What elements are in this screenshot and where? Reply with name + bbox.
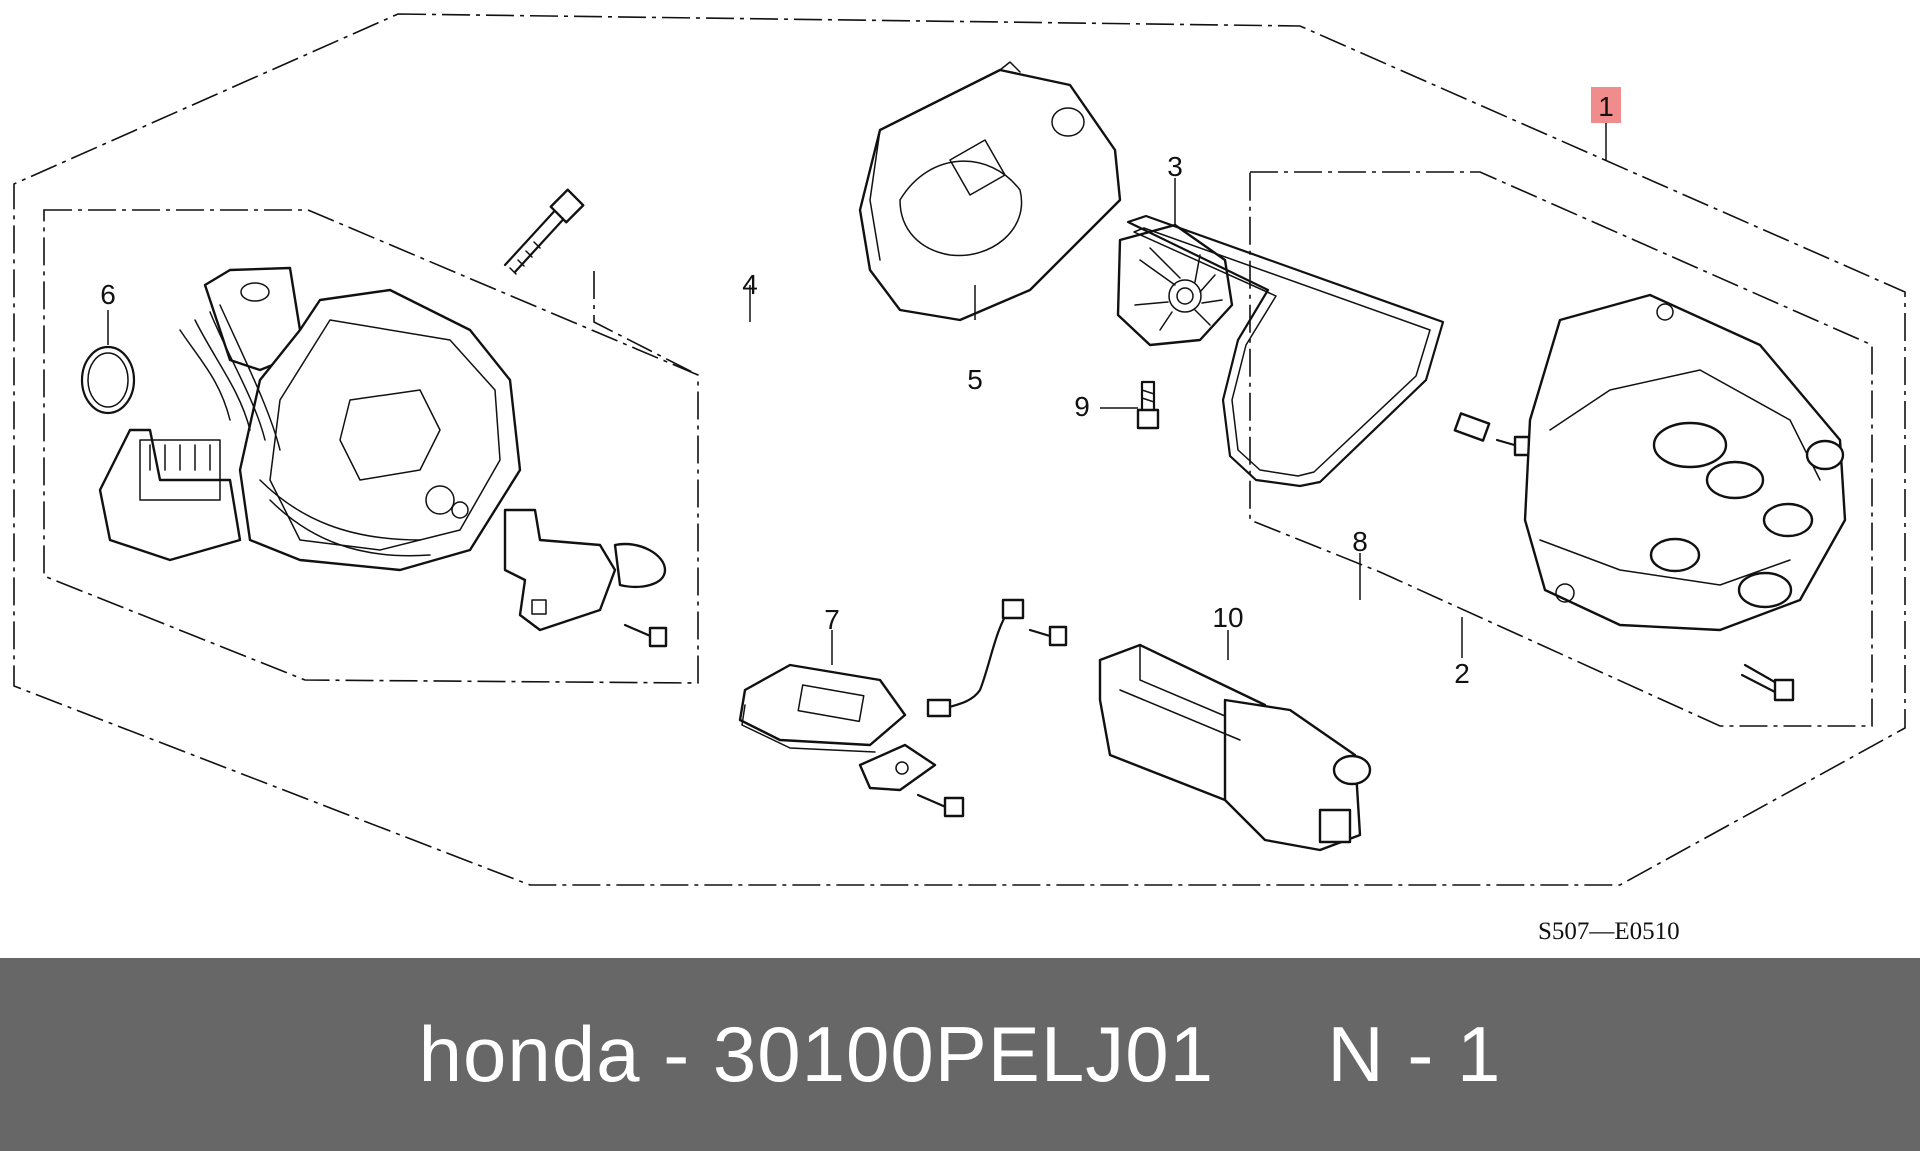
rotor-part-3 [1116, 223, 1234, 347]
housing-group-outline [43, 209, 699, 684]
callout-5: 5 [967, 364, 983, 395]
callout-4: 4 [742, 269, 758, 300]
callout-9: 9 [1074, 391, 1090, 422]
callout-7: 7 [824, 604, 840, 635]
callout-1-highlight [1591, 87, 1621, 123]
group-4-outline [593, 271, 699, 376]
gasket-part-8 [1126, 214, 1445, 488]
exploded-parts-diagram: 1 2 3 4 5 6 7 8 9 10 S507—E0510 [13, 13, 1906, 945]
screw-part-9 [1136, 380, 1160, 430]
small-bolt [623, 623, 668, 648]
leader-lines [107, 120, 1607, 665]
footer-caption-bar: honda - 30100PELJ01 N - 1 [0, 958, 1920, 1151]
cap-group-outline-2 [1249, 171, 1873, 727]
callout-3: 3 [1167, 151, 1183, 182]
callout-2: 2 [1454, 658, 1470, 689]
condenser-lead [926, 598, 1068, 718]
long-bolt [503, 188, 585, 275]
cap-screw [1495, 435, 1531, 457]
bracket-assembly [503, 508, 667, 632]
ignition-coil-part-10 [1098, 643, 1372, 852]
distributor-cover-part-5 [858, 61, 1122, 322]
callout-8: 8 [1352, 526, 1368, 557]
callout-1: 1 [1598, 91, 1614, 122]
callout-6: 6 [100, 279, 116, 310]
distributor-housing [98, 266, 522, 572]
igniter-bracket [858, 743, 937, 792]
o-ring-part-6 [80, 345, 136, 415]
distributor-cap [1523, 293, 1847, 632]
footer-caption: honda - 30100PELJ01 N - 1 [418, 1010, 1502, 1098]
diagram-code: S507—E0510 [1538, 918, 1680, 945]
cap-bolt [1740, 663, 1795, 702]
diagram-canvas: 1 2 3 4 5 6 7 8 9 10 [13, 13, 1906, 886]
callout-10: 10 [1212, 602, 1243, 633]
igniter-part-7 [738, 663, 907, 753]
igniter-bolt [916, 793, 965, 818]
assembly-outline-1 [13, 13, 1906, 886]
cap-pin [1453, 412, 1491, 442]
